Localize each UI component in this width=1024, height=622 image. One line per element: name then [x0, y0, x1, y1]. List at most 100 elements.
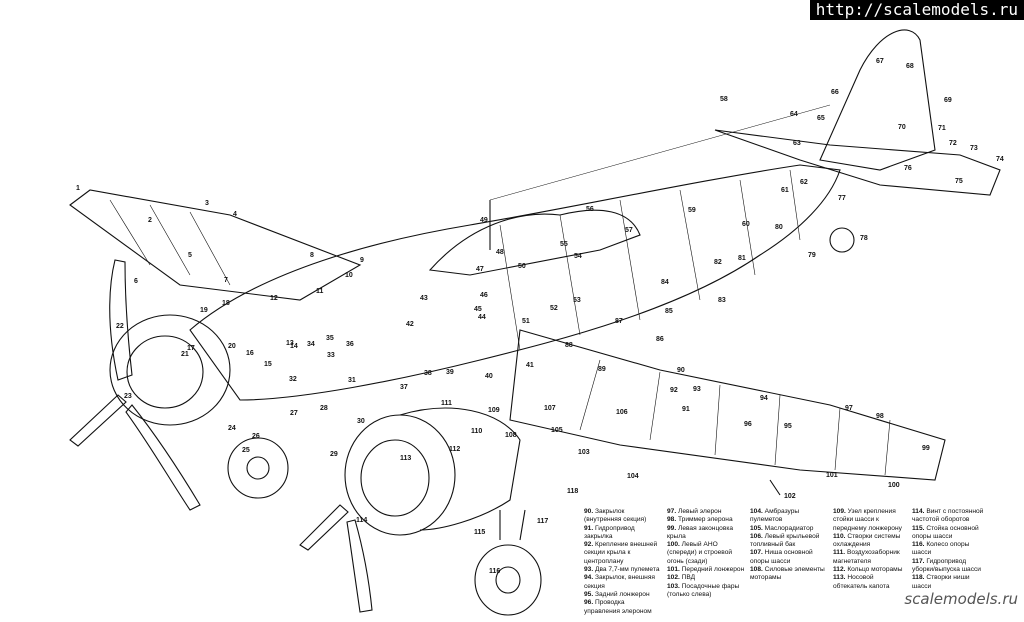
callout-45: 45 [474, 306, 482, 313]
callout-50: 50 [518, 263, 526, 270]
callout-58: 58 [720, 96, 728, 103]
callout-36: 36 [346, 341, 354, 348]
callout-31: 31 [348, 377, 356, 384]
legend-item: 109. Узел крепления стойки шасси к перед… [833, 508, 902, 532]
watermark-site: scalemodels.ru [904, 590, 1018, 608]
callout-38: 38 [424, 370, 432, 377]
legend-column: 90. Закрылок (внутренняя секция)91. Гидр… [584, 508, 662, 616]
callout-51: 51 [522, 318, 530, 325]
callout-52: 52 [550, 305, 558, 312]
legend-item: 117. Гидропривод уборки/выпуска шасси [912, 557, 981, 574]
legend-item: 92. Крепление внешней секции крыла к цен… [584, 541, 658, 565]
callout-93: 93 [693, 386, 701, 393]
legend-column: 114. Винт с постоянной частотой оборотов… [912, 508, 988, 591]
legend-column: 109. Узел крепления стойки шасси к перед… [833, 508, 909, 591]
callout-25: 25 [242, 447, 250, 454]
callout-107: 107 [544, 405, 556, 412]
callout-81: 81 [738, 255, 746, 262]
callout-116: 116 [489, 568, 500, 575]
tail-wheel [829, 227, 855, 253]
callout-28: 28 [320, 405, 328, 412]
canopy [428, 209, 641, 276]
callout-114: 114 [356, 517, 367, 524]
callout-19: 19 [200, 307, 208, 314]
legend-item: 104. Амбразуры пулеметов [750, 508, 800, 524]
callout-68: 68 [906, 63, 914, 70]
callout-63: 63 [793, 140, 801, 147]
callout-61: 61 [781, 187, 789, 194]
callout-111: 111 [441, 400, 452, 407]
callout-75: 75 [955, 178, 963, 185]
callout-6: 6 [134, 278, 138, 285]
callout-12: 12 [270, 295, 278, 302]
legend-item: 118. Створки ниши шасси [912, 574, 970, 590]
callout-49: 49 [480, 217, 488, 224]
callout-108: 108 [505, 432, 517, 439]
callout-70: 70 [898, 124, 906, 131]
callout-101: 101 [826, 472, 838, 479]
legend-item: 100. Левый АНО (спереди) и строевой огон… [667, 541, 733, 565]
callout-110: 110 [471, 428, 482, 435]
callout-96: 96 [744, 421, 752, 428]
callout-69: 69 [944, 97, 952, 104]
callout-84: 84 [661, 279, 669, 286]
callout-41: 41 [526, 362, 534, 369]
starboard-wing [69, 189, 362, 301]
callout-39: 39 [446, 369, 454, 376]
callout-27: 27 [290, 410, 298, 417]
legend-item: 107. Ниша основной опоры шасси [750, 549, 813, 565]
callout-30: 30 [357, 418, 365, 425]
callout-4: 4 [233, 211, 237, 218]
callout-35: 35 [326, 335, 334, 342]
callout-46: 46 [480, 292, 488, 299]
callout-11: 11 [316, 288, 324, 295]
callout-99: 99 [922, 445, 930, 452]
callout-72: 72 [949, 140, 957, 147]
callout-86: 86 [656, 336, 664, 343]
port-propeller [299, 504, 349, 551]
legend-item: 103. Посадочные фары (только слева) [667, 582, 740, 598]
callout-106: 106 [616, 409, 628, 416]
callout-34: 34 [307, 341, 315, 348]
callout-2: 2 [148, 217, 152, 224]
callout-90: 90 [677, 367, 685, 374]
callout-95: 95 [784, 423, 792, 430]
legend-item: 96. Проводка управления элероном [584, 599, 652, 615]
callout-112: 112 [449, 446, 460, 453]
callout-53: 53 [573, 297, 581, 304]
callout-59: 59 [688, 207, 696, 214]
callout-98: 98 [876, 413, 884, 420]
legend-item: 110. Створки системы охлаждения [833, 532, 901, 549]
legend-item: 114. Винт с постоянной частотой оборотов [912, 508, 984, 524]
callout-66: 66 [831, 89, 839, 96]
callout-113: 113 [400, 455, 411, 462]
callout-65: 65 [817, 115, 825, 122]
legend-item: 105. Маслорадиатор [750, 524, 814, 532]
callout-22: 22 [116, 323, 124, 330]
callout-3: 3 [205, 200, 209, 207]
callout-109: 109 [488, 407, 500, 414]
starboard-engine [109, 314, 231, 426]
callout-103: 103 [578, 449, 590, 456]
callout-18: 18 [222, 300, 230, 307]
callout-118: 118 [567, 488, 578, 495]
callout-13: 13 [286, 340, 294, 347]
legend-item: 94. Закрылок, внешняя секция [584, 574, 655, 590]
callout-29: 29 [330, 451, 338, 458]
callout-115: 115 [474, 529, 485, 536]
callout-10: 10 [345, 272, 353, 279]
callout-78: 78 [860, 235, 868, 242]
callout-26: 26 [252, 433, 260, 440]
callout-102: 102 [784, 493, 796, 500]
callout-40: 40 [485, 373, 493, 380]
starboard-wheel [227, 437, 289, 499]
callout-47: 47 [476, 266, 484, 273]
callout-83: 83 [718, 297, 726, 304]
callout-7: 7 [224, 277, 228, 284]
callout-32: 32 [289, 376, 297, 383]
callout-105: 105 [551, 427, 563, 434]
legend-item: 113. Носовой обтекатель капота [833, 574, 890, 590]
legend-item: 99. Левая законцовка крыла [667, 524, 734, 540]
